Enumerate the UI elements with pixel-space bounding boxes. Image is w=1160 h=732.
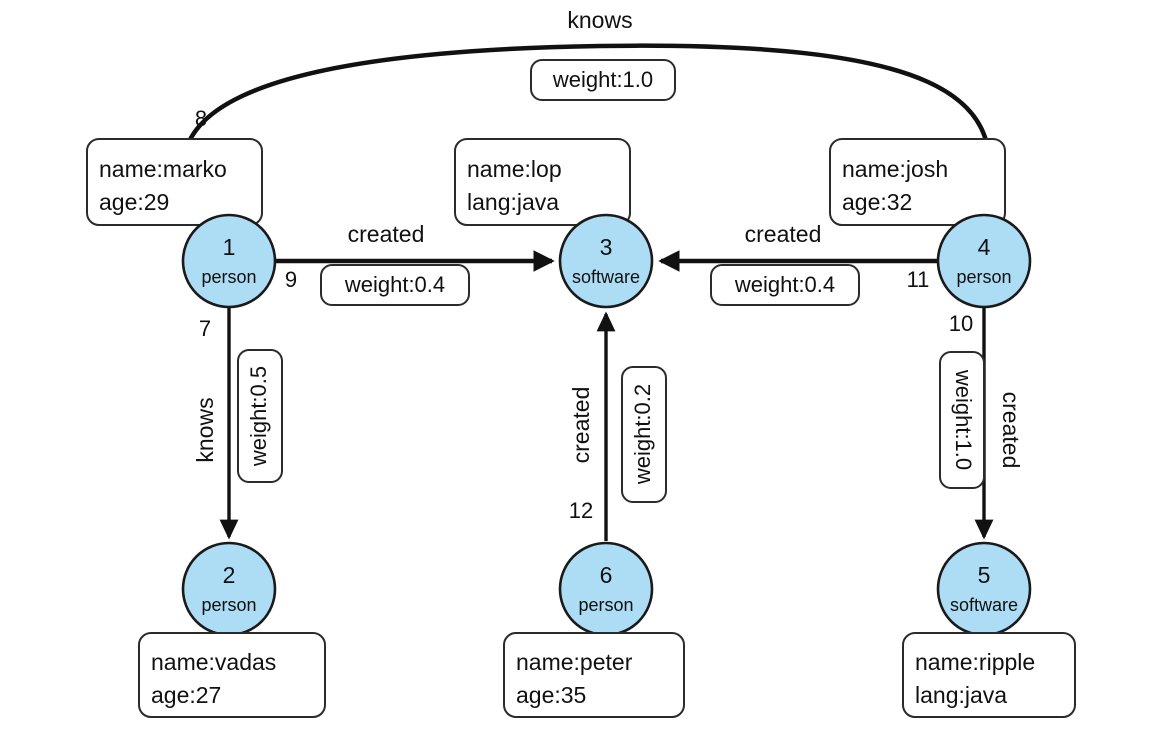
vertex-6-prop-1: age:35 (516, 682, 586, 708)
vertex-4-prop-0: name:josh (842, 156, 948, 182)
vertex-2-prop-box (138, 632, 326, 718)
edge-8-path (181, 43, 1000, 209)
edge-11-weight-badge: weight:0.4 (710, 264, 860, 306)
edge-10-weight-badge: weight:1.0 (939, 351, 985, 489)
edge-10-created[interactable]: created 10 weight:1.0 (939, 308, 1024, 540)
vertex-4[interactable]: 4 person (936, 213, 1032, 309)
edge-8-weight-box (530, 59, 676, 101)
vertex-6-id: 6 (600, 562, 613, 588)
vertex-5-prop-1: lang:java (915, 682, 1007, 708)
vertex-2-id: 2 (223, 562, 236, 588)
edge-11-weight-text: weight:0.4 (734, 272, 835, 297)
edge-11-id: 11 (907, 267, 930, 292)
edge-11-created[interactable]: created 11 weight:0.4 (658, 221, 937, 306)
vertex-1-properties: name:marko age:29 (86, 138, 263, 226)
vertex-1-prop-0: name:marko (99, 156, 227, 182)
vertex-6-properties: name:peter age:35 (503, 632, 685, 718)
edge-9-id: 9 (285, 267, 297, 292)
edge-12-weight-box (621, 366, 667, 503)
edge-7-id: 7 (199, 316, 211, 341)
edge-8-weight-text: weight:1.0 (552, 67, 653, 92)
edge-12-weight-text: weight:0.2 (630, 384, 655, 485)
vertex-5-label: software (950, 595, 1018, 615)
vertex-1-label: person (201, 267, 256, 287)
edge-10-id: 10 (949, 311, 973, 336)
vertex-1-prop-1: age:29 (99, 189, 169, 215)
vertex-5-prop-box (902, 632, 1076, 718)
vertex-5-id: 5 (978, 562, 991, 588)
vertex-6-prop-box (503, 632, 685, 718)
vertex-5[interactable]: 5 software (936, 541, 1032, 637)
vertex-1[interactable]: 1 person (181, 213, 277, 309)
vertex-5-prop-0: name:ripple (915, 649, 1035, 675)
edge-10-label: created (998, 392, 1024, 469)
edge-9-weight-badge: weight:0.4 (320, 264, 470, 306)
edge-9-label: created (348, 221, 425, 247)
vertex-3-id: 3 (600, 234, 613, 260)
edge-9-weight-box (320, 264, 470, 306)
vertex-2-label: person (201, 595, 256, 615)
vertex-5-properties: name:ripple lang:java (902, 632, 1076, 718)
vertex-3-circle (558, 213, 654, 309)
vertex-4-prop-1: age:32 (842, 189, 912, 215)
edge-8-id: 8 (195, 106, 207, 131)
vertex-1-circle (181, 213, 277, 309)
vertex-6-circle (558, 541, 654, 637)
vertex-2-circle (181, 541, 277, 637)
vertex-2-prop-1: age:27 (151, 682, 221, 708)
edge-12-weight-badge: weight:0.2 (621, 366, 667, 503)
edge-11-weight-box (710, 264, 860, 306)
vertex-4-label: person (956, 267, 1011, 287)
edge-7-weight-badge: weight:0.5 (237, 349, 283, 483)
edge-7-knows[interactable]: knows 7 weight:0.5 (192, 308, 283, 540)
vertex-3-label: software (572, 267, 640, 287)
vertex-4-properties: name:josh age:32 (829, 138, 1006, 226)
edge-7-weight-text: weight:0.5 (246, 366, 271, 467)
vertex-1-id: 1 (223, 234, 236, 260)
vertex-4-prop-box (829, 138, 1006, 226)
edge-8-label: knows (567, 7, 632, 33)
vertex-6-prop-0: name:peter (516, 649, 633, 675)
vertex-3[interactable]: 3 software (558, 213, 654, 309)
edge-7-label: knows (192, 397, 218, 462)
edge-9-weight-text: weight:0.4 (344, 272, 445, 297)
edge-11-label: created (745, 221, 822, 247)
vertex-6[interactable]: 6 person (558, 541, 654, 637)
edge-10-weight-text: weight:1.0 (951, 369, 976, 470)
vertex-2[interactable]: 2 person (181, 541, 277, 637)
vertex-4-circle (936, 213, 1032, 309)
edge-8-knows[interactable]: knows 8 weight:1.0 (181, 7, 1000, 209)
edge-9-created[interactable]: created 9 weight:0.4 (276, 221, 555, 306)
vertex-2-properties: name:vadas age:27 (138, 632, 326, 718)
edge-7-weight-box (237, 349, 283, 483)
edge-12-id: 12 (569, 498, 593, 523)
vertex-6-label: person (578, 595, 633, 615)
vertex-3-prop-box (454, 138, 631, 226)
edge-12-label: created (568, 387, 594, 464)
vertex-3-prop-0: name:lop (467, 156, 562, 182)
vertex-3-prop-1: lang:java (467, 189, 559, 215)
vertex-5-circle (936, 541, 1032, 637)
edge-8-weight-badge: weight:1.0 (530, 59, 676, 101)
vertex-1-prop-box (86, 138, 263, 226)
vertex-3-properties: name:lop lang:java (454, 138, 631, 226)
vertex-4-id: 4 (978, 234, 991, 260)
vertex-2-prop-0: name:vadas (151, 649, 276, 675)
edge-10-weight-box (939, 351, 985, 489)
edge-12-created[interactable]: created 12 weight:0.2 (568, 311, 667, 541)
